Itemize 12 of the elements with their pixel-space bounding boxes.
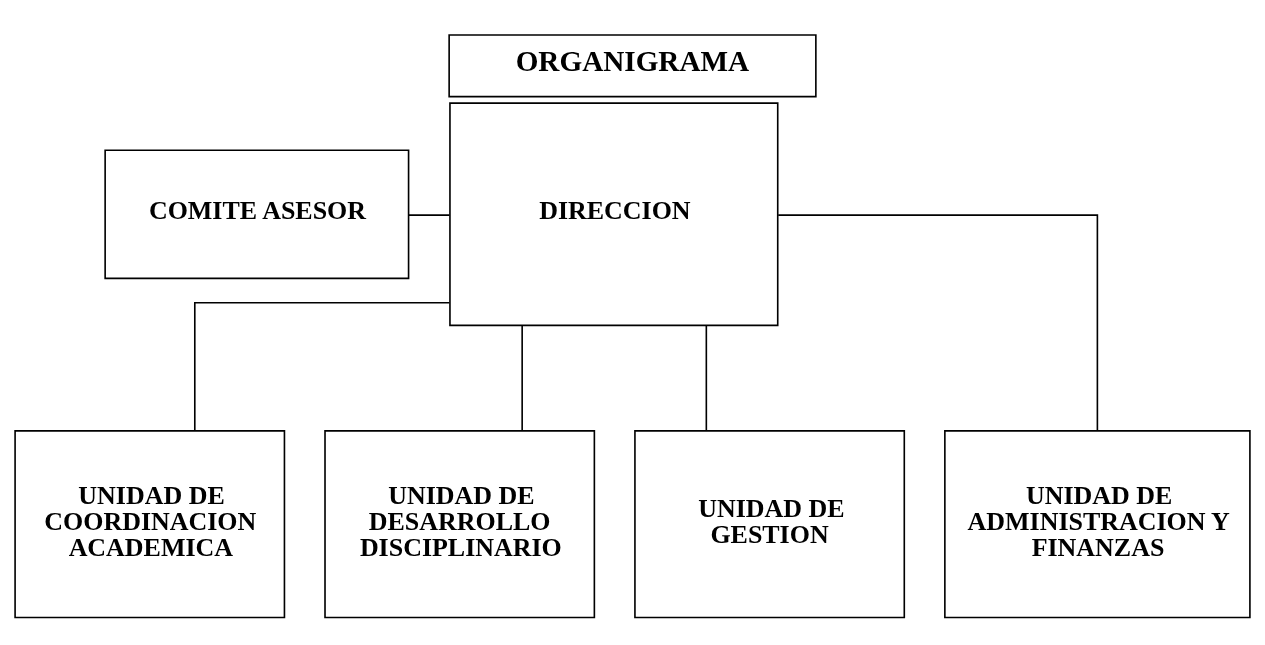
node-box: DIRECCION bbox=[449, 101, 779, 326]
connector bbox=[521, 324, 523, 431]
connector bbox=[705, 324, 708, 431]
connector bbox=[194, 301, 451, 431]
node-box: UNIDAD DE GESTION bbox=[634, 429, 906, 618]
connector bbox=[407, 213, 451, 216]
node-box: UNIDAD DE ADMINISTRACION Y FINANZAS bbox=[944, 429, 1251, 618]
node-box: UNIDAD DE COORDINACION ACADEMICA bbox=[14, 429, 286, 618]
node-box: UNIDAD DE DESARROLLO DISCIPLINARIO bbox=[324, 429, 596, 618]
connector bbox=[777, 213, 1099, 431]
node-box: COMITE ASESOR bbox=[104, 148, 410, 279]
diagram-title: ORGANIGRAMA bbox=[515, 44, 750, 77]
